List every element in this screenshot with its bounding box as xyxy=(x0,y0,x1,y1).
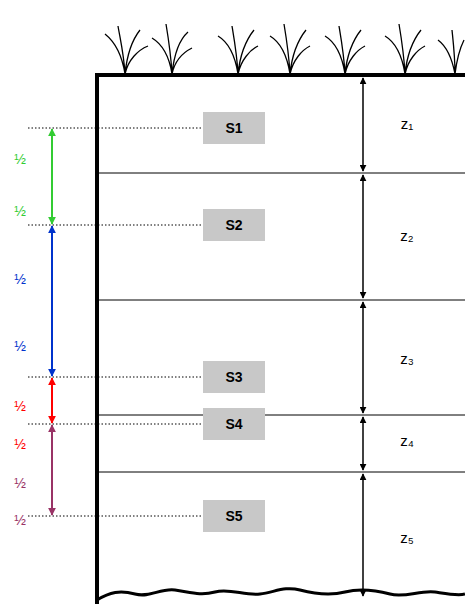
layer-thickness: z₁ xyxy=(400,116,415,133)
half-fraction: ½ xyxy=(13,339,27,354)
sensor-label: S1 xyxy=(225,120,242,136)
thickness-arrow xyxy=(362,78,364,596)
half-arrow xyxy=(51,425,53,515)
half-fraction: ½ xyxy=(13,204,27,219)
layer-thickness: z₃ xyxy=(399,351,415,368)
sensor-box: S2 xyxy=(203,209,265,241)
sensor-label: S2 xyxy=(225,217,242,233)
sensor-label: S4 xyxy=(225,416,242,432)
layer-thickness: z₅ xyxy=(399,530,415,547)
half-fraction: ½ xyxy=(13,152,27,167)
layer-thickness: z₄ xyxy=(399,433,415,450)
half-arrow xyxy=(51,226,53,376)
half-fraction: ½ xyxy=(13,513,27,528)
layer-thickness: z₂ xyxy=(399,228,414,245)
sensor-label: S5 xyxy=(225,508,242,524)
layer-boundary xyxy=(97,173,465,472)
sensor-box: S5 xyxy=(203,500,265,532)
half-fraction: ½ xyxy=(13,272,27,287)
depth-line xyxy=(28,128,203,516)
half-fraction: ½ xyxy=(13,399,27,414)
half-fraction: ½ xyxy=(13,437,27,452)
sensor-box: S3 xyxy=(203,361,265,393)
sensor-box: S4 xyxy=(203,408,265,440)
grass xyxy=(105,24,464,74)
sensor-box: S1 xyxy=(203,112,265,144)
sensor-label: S3 xyxy=(225,369,242,385)
soil-surface xyxy=(95,73,465,77)
profile-wall xyxy=(95,73,99,604)
profile-bottom xyxy=(97,589,465,600)
half-arrow xyxy=(51,378,53,423)
half-arrow xyxy=(51,129,53,224)
half-fraction: ½ xyxy=(13,476,27,491)
